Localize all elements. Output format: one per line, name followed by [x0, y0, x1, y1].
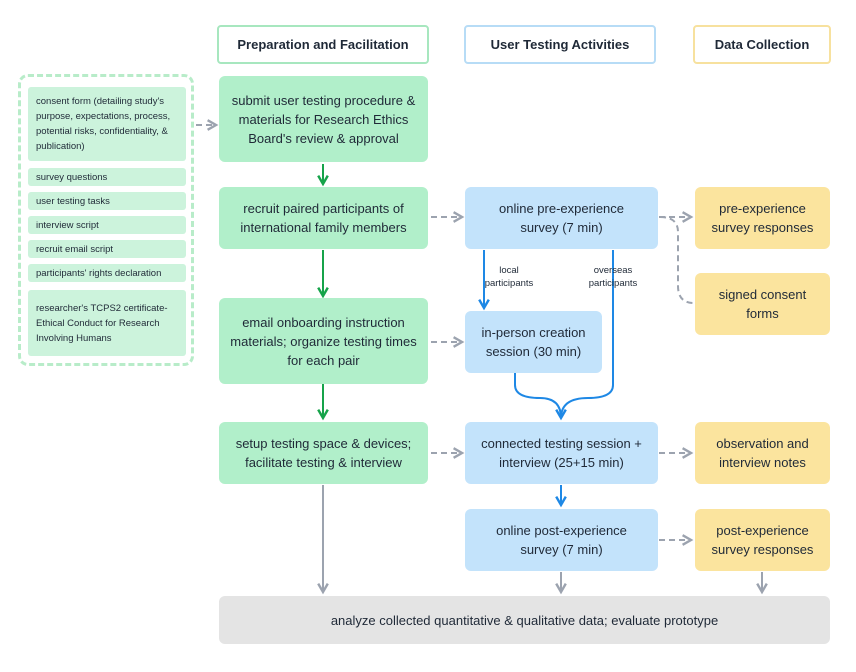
- step-in-person-session: in-person creation session (30 min): [465, 311, 602, 373]
- arrow-overseas-merge: [560, 250, 614, 419]
- material-rights-declaration: participants' rights declaration: [28, 264, 186, 282]
- data-signed-consent-forms: signed consent forms: [695, 273, 830, 335]
- material-recruit-email-script: recruit email script: [28, 240, 186, 258]
- material-user-testing-tasks: user testing tasks: [28, 192, 186, 210]
- step-analyze-data: analyze collected quantitative & qualita…: [219, 596, 830, 644]
- header-data-collection: Data Collection: [693, 25, 831, 64]
- arrow-in-person-merge: [514, 373, 561, 418]
- header-preparation: Preparation and Facilitation: [217, 25, 429, 64]
- label-local-participants: local participants: [484, 265, 534, 289]
- step-email-onboarding: email onboarding instruction materials; …: [219, 298, 428, 384]
- material-survey-questions: survey questions: [28, 168, 186, 186]
- material-interview-script: interview script: [28, 216, 186, 234]
- step-setup-testing: setup testing space & devices; facilitat…: [219, 422, 428, 484]
- data-post-survey-responses: post-experience survey responses: [695, 509, 830, 571]
- arrow-pre-survey-to-consent: [659, 216, 695, 304]
- data-pre-survey-responses: pre-experience survey responses: [695, 187, 830, 249]
- step-recruit-participants: recruit paired participants of internati…: [219, 187, 428, 249]
- data-observation-notes: observation and interview notes: [695, 422, 830, 484]
- step-post-experience-survey: online post-experience survey (7 min): [465, 509, 658, 571]
- header-user-testing: User Testing Activities: [464, 25, 656, 64]
- step-submit-review: submit user testing procedure & material…: [219, 76, 428, 162]
- step-connected-session: connected testing session + interview (2…: [465, 422, 658, 484]
- step-pre-experience-survey: online pre-experience survey (7 min): [465, 187, 658, 249]
- label-overseas-participants: overseas participants: [588, 265, 638, 289]
- materials-group: [18, 74, 194, 366]
- material-consent-form: consent form (detailing study's purpose,…: [28, 87, 186, 161]
- material-tcps2-certificate: researcher's TCPS2 certificate-Ethical C…: [28, 290, 186, 356]
